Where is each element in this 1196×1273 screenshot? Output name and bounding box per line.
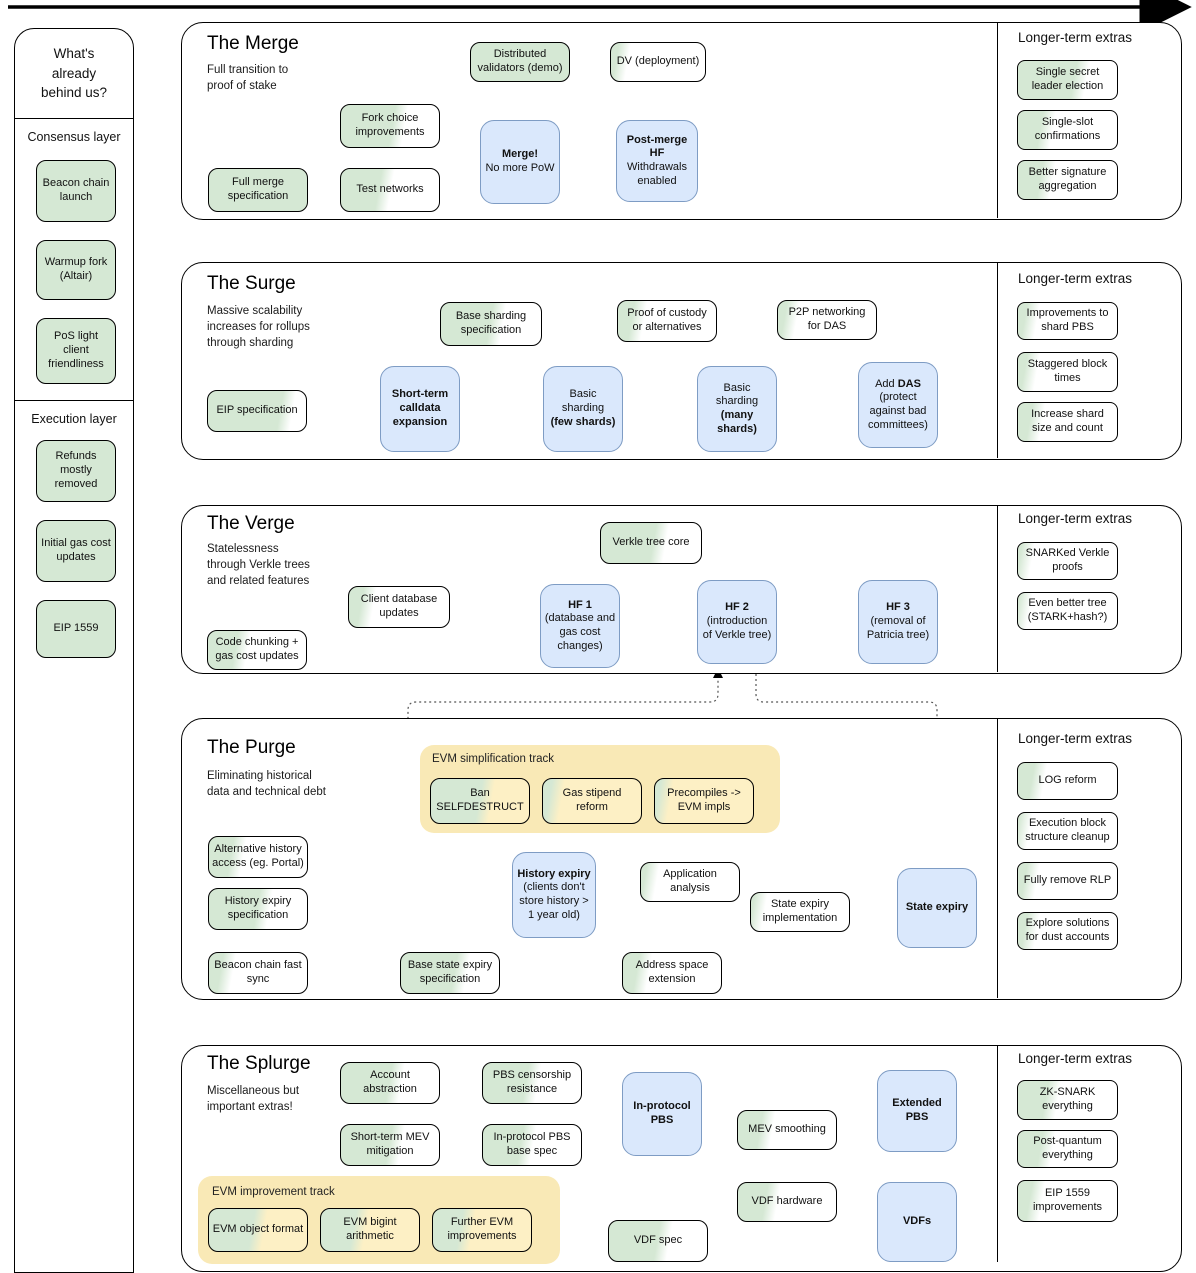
splurge-title: The Splurge: [207, 1053, 311, 1074]
node-mev-smoothing: MEV smoothing: [737, 1110, 837, 1150]
node-dv-deployment: DV (deployment): [610, 42, 706, 82]
splurge-subtitle: Miscellaneous but important extras!: [207, 1085, 300, 1114]
node-verkle-tree-core: Verkle tree core: [600, 522, 702, 564]
extra-execution-block-structure-cleanup: Execution block structure cleanup: [1017, 812, 1118, 850]
merge-extras-separator: [997, 22, 998, 218]
surge-title: The Surge: [207, 273, 296, 294]
sidebar-item-refunds-removed: Refunds mostly removed: [36, 440, 116, 502]
splurge-extras-separator: [997, 1045, 998, 1262]
extra-better-signature-aggregation: Better signature aggregation: [1017, 160, 1118, 200]
purge-subtitle: Eliminating historical data and technica…: [207, 770, 326, 799]
sidebar-item-eip-1559: EIP 1559: [36, 600, 116, 658]
node-base-state-expiry-specification: Base state expiry specification: [400, 952, 500, 994]
node-account-abstraction: Account abstraction: [340, 1062, 440, 1104]
extra-improvements-shard-pbs: Improvements to shard PBS: [1017, 302, 1118, 340]
node-in-protocol-pbs: In-protocol PBS: [622, 1072, 702, 1156]
node-evm-object-format: EVM object format: [208, 1208, 308, 1252]
surge-extras-heading: Longer-term extras: [1018, 271, 1133, 286]
node-merge-milestone: Merge!No more PoW: [480, 120, 560, 204]
node-application-analysis: Application analysis: [640, 862, 740, 902]
extra-increase-shard-size-count: Increase shard size and count: [1017, 402, 1118, 442]
extra-even-better-tree: Even better tree (STARK+hash?): [1017, 592, 1118, 630]
node-fork-choice-improvements: Fork choice improvements: [340, 104, 440, 148]
surge-subtitle: Massive scalability increases for rollup…: [207, 305, 310, 350]
node-address-space-extension: Address space extension: [622, 952, 722, 994]
sidebar-item-pos-light-client: PoS light client friendliness: [36, 318, 116, 384]
extra-zk-snark-everything: ZK-SNARK everything: [1017, 1080, 1118, 1120]
sidebar-divider: [14, 400, 134, 401]
sidebar-item-initial-gas-cost: Initial gas cost updates: [36, 520, 116, 582]
node-vdf-hardware: VDF hardware: [737, 1182, 837, 1222]
extra-post-quantum-everything: Post-quantum everything: [1017, 1130, 1118, 1168]
sidebar-item-warmup-fork-altair: Warmup fork (Altair): [36, 240, 116, 300]
node-state-expiry: State expiry: [897, 868, 977, 948]
node-basic-sharding-many-shards: Basic sharding(many shards): [697, 366, 777, 452]
sidebar-execution-heading: Execution layer: [31, 412, 117, 426]
node-history-expiry-specification: History expiry specification: [208, 888, 308, 930]
node-test-networks: Test networks: [340, 168, 440, 212]
node-p2p-networking-for-das: P2P networking for DAS: [777, 300, 877, 340]
verge-extras-heading: Longer-term extras: [1018, 511, 1133, 526]
node-in-protocol-pbs-base-spec: In-protocol PBS base spec: [482, 1124, 582, 1166]
extra-single-secret-leader-election: Single secret leader election: [1017, 60, 1118, 100]
purge-extras-separator: [997, 718, 998, 998]
node-short-term-mev-mitigation: Short-term MEV mitigation: [340, 1124, 440, 1166]
node-gas-stipend-reform: Gas stipend reform: [542, 778, 642, 824]
section-the-surge: [181, 262, 1182, 460]
node-precompiles-evm-impls: Precompiles -> EVM impls: [654, 778, 754, 824]
sidebar-divider: [14, 118, 134, 119]
node-hf3: HF 3(removal of Patricia tree): [858, 580, 938, 664]
node-further-evm-improvements: Further EVM improvements: [432, 1208, 532, 1252]
node-proof-of-custody: Proof of custody or alternatives: [617, 300, 717, 342]
node-eip-specification: EIP specification: [207, 390, 307, 432]
evm-simplification-track-label: EVM simplification track: [432, 753, 555, 765]
sidebar-consensus-heading: Consensus layer: [27, 130, 121, 144]
node-state-expiry-implementation: State expiry implementation: [750, 892, 850, 932]
purge-extras-heading: Longer-term extras: [1018, 731, 1133, 746]
verge-title: The Verge: [207, 513, 295, 534]
merge-subtitle: Full transition to proof of stake: [207, 64, 289, 93]
extra-staggered-block-times: Staggered block times: [1017, 352, 1118, 392]
node-evm-bigint-arithmetic: EVM bigint arithmetic: [320, 1208, 420, 1252]
node-add-das: Add DAS(protect against bad committees): [858, 362, 938, 448]
node-basic-sharding-few-shards: Basic sharding(few shards): [543, 366, 623, 452]
node-beacon-chain-fast-sync: Beacon chain fast sync: [208, 952, 308, 994]
node-client-database-updates: Client database updates: [348, 586, 450, 628]
node-hf1: HF 1(database and gas cost changes): [540, 584, 620, 668]
node-extended-pbs: Extended PBS: [877, 1070, 957, 1152]
sidebar-title: What's already behind us?: [40, 46, 108, 101]
node-short-term-calldata-expansion: Short-term calldata expansion: [380, 366, 460, 452]
splurge-extras-heading: Longer-term extras: [1018, 1051, 1133, 1066]
node-base-sharding-specification: Base sharding specification: [440, 302, 542, 346]
node-vdfs: VDFs: [877, 1182, 957, 1262]
node-code-chunking-gas-cost: Code chunking + gas cost updates: [207, 630, 307, 670]
node-history-expiry: History expiry(clients don't store histo…: [512, 852, 596, 938]
extra-explore-solutions-dust-accounts: Explore solutions for dust accounts: [1017, 912, 1118, 950]
node-pbs-censorship-resistance: PBS censorship resistance: [482, 1062, 582, 1104]
extra-snarked-verkle-proofs: SNARKed Verkle proofs: [1017, 542, 1118, 580]
extra-log-reform: LOG reform: [1017, 762, 1118, 800]
surge-extras-separator: [997, 262, 998, 458]
extra-fully-remove-rlp: Fully remove RLP: [1017, 862, 1118, 900]
sidebar-item-beacon-chain-launch: Beacon chain launch: [36, 160, 116, 222]
node-ban-selfdestruct: Ban SELFDESTRUCT: [430, 778, 530, 824]
verge-extras-separator: [997, 505, 998, 672]
node-vdf-spec: VDF spec: [608, 1220, 708, 1262]
node-hf2: HF 2(introduction of Verkle tree): [697, 580, 777, 664]
verge-subtitle: Statelessness through Verkle trees and r…: [207, 543, 310, 588]
extra-single-slot-confirmations: Single-slot confirmations: [1017, 110, 1118, 150]
node-full-merge-specification: Full merge specification: [208, 168, 308, 212]
extra-eip-1559-improvements: EIP 1559 improvements: [1017, 1180, 1118, 1222]
merge-title: The Merge: [207, 33, 299, 54]
node-alternative-history-access: Alternative history access (eg. Portal): [208, 836, 308, 878]
purge-title: The Purge: [207, 737, 296, 758]
node-distributed-validators-demo: Distributed validators (demo): [470, 42, 570, 82]
evm-improvement-track-label: EVM improvement track: [212, 1186, 335, 1198]
merge-extras-heading: Longer-term extras: [1018, 30, 1133, 45]
